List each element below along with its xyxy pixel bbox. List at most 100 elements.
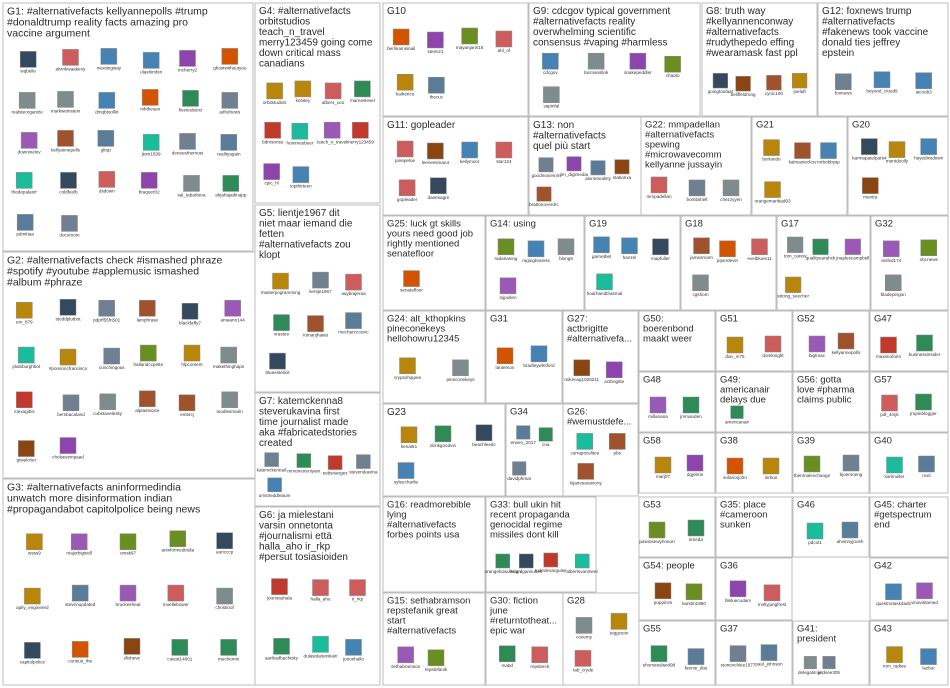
graph-node[interactable]: foxnews (835, 74, 853, 96)
graph-node[interactable]: wqbelle (20, 51, 36, 73)
graph-node[interactable]: dqjebrie (687, 455, 704, 477)
group-g21: G21bertandokalmanieckovmrbobbysporangema… (752, 117, 847, 215)
graph-node[interactable]: cynic100 (765, 75, 784, 96)
graph-node[interactable]: pdmittaa (16, 214, 34, 236)
graph-node[interactable]: vrastee (274, 315, 290, 337)
graph-node[interactable]: timeda (688, 520, 704, 542)
graph-node[interactable]: lamphrase (137, 300, 159, 322)
graph-node[interactable]: mjpullen (499, 278, 517, 300)
graph-node[interactable]: kohitey (295, 81, 311, 103)
graph-node[interactable]: mexagibis (14, 392, 35, 414)
graph-node[interactable]: janepeloe (394, 141, 415, 163)
node-avatar (272, 579, 288, 595)
graph-node[interactable]: mapfuller (651, 239, 670, 261)
graph-node[interactable]: inrbus (763, 458, 779, 480)
graph-node[interactable]: mhthesen (140, 89, 161, 111)
graph-node[interactable]: gopleader (397, 180, 418, 202)
graph-node[interactable]: kenat51 (401, 427, 418, 449)
graph-node[interactable]: halla_aho (311, 580, 331, 602)
graph-node[interactable]: braquer02 (139, 172, 160, 194)
graph-node[interactable]: mcherry2 (178, 50, 198, 72)
graph-node[interactable]: antlvd174 (881, 241, 901, 263)
graph-node[interactable]: piperdevin (717, 241, 739, 263)
graph-node[interactable]: kellymoor (460, 142, 480, 164)
graph-node[interactable]: hanzel (622, 238, 638, 260)
graph-node[interactable]: covemy (576, 617, 593, 639)
node-avatar (71, 534, 87, 550)
graph-node[interactable]: coldfeelb (59, 172, 78, 194)
graph-node[interactable]: teggcioin (610, 613, 629, 635)
graph-node[interactable]: jtom1509 (141, 134, 161, 156)
graph-node[interactable]: mentra (862, 178, 878, 200)
graph-node[interactable]: lanterson (496, 348, 515, 370)
graph-node[interactable]: chezzyyen (720, 180, 742, 202)
graph-node[interactable]: cgshom (692, 275, 708, 297)
graph-node[interactable]: bdmsonss (262, 122, 284, 144)
graph-node[interactable]: pdcol1 (807, 523, 823, 545)
group-label: G42 (874, 561, 892, 572)
graph-node[interactable]: bigtmac (809, 336, 826, 358)
node-label: mecharcccevic (338, 330, 369, 335)
node-avatar (496, 142, 512, 158)
graph-node[interactable]: albers_uco (322, 83, 345, 105)
graph-node[interactable]: star124 (496, 142, 512, 164)
graph-node[interactable]: cdcgov (542, 53, 558, 75)
graph-node[interactable]: millanana (648, 397, 668, 419)
graph-node[interactable]: ir_rkp (350, 580, 366, 602)
node-avatar (267, 83, 283, 99)
graph-node[interactable]: rab_cryde (573, 650, 594, 672)
graph-node[interactable]: kaiherico (396, 74, 415, 96)
node-avatar (649, 522, 665, 538)
graph-node[interactable]: vapinfal (543, 87, 559, 109)
graph-node[interactable]: ulashimbin (140, 52, 162, 74)
graph-node[interactable]: mechemin (218, 639, 240, 661)
graph-node[interactable]: junonhallo (342, 639, 364, 661)
graph-node[interactable]: repsbeck (530, 647, 549, 669)
graph-node[interactable]: documom (59, 215, 79, 237)
graph-node[interactable]: adhdnews (219, 92, 241, 114)
graph-node[interactable]: joelaft (792, 73, 807, 94)
graph-node[interactable]: bertando (762, 140, 781, 162)
node-avatar (120, 534, 136, 550)
node-avatar (72, 585, 88, 601)
graph-node[interactable]: aicoob3 (916, 73, 933, 95)
graph-node[interactable]: domknight (762, 336, 784, 358)
graph-node[interactable]: danesagre (428, 178, 450, 200)
graph-node[interactable]: chaoto (665, 56, 681, 78)
graph-node[interactable]: garnetbel (592, 237, 611, 259)
graph-node[interactable]: christinof (215, 588, 234, 610)
graph-node[interactable]: auricccp (216, 533, 234, 555)
graph-node[interactable]: steenz1 (427, 32, 444, 54)
graph-node[interactable]: blong5 (558, 239, 574, 261)
graph-node[interactable]: nbcnews (920, 240, 939, 262)
graph-node[interactable]: actbrigitte (604, 362, 624, 384)
graph-node[interactable]: thecuc (428, 77, 444, 99)
node-avatar (221, 347, 237, 363)
graph-node[interactable]: puppinzs (654, 583, 673, 605)
node-label: katemckenna8 (257, 468, 287, 473)
graph-node[interactable]: dloheve (124, 638, 141, 660)
node-avatar (688, 520, 704, 536)
node-label: curious_the (68, 658, 92, 663)
graph-node[interactable]: dsdown (99, 171, 115, 193)
graph-node[interactable]: karlmuller (885, 457, 905, 479)
graph-node[interactable]: ahl_of (496, 31, 512, 53)
graph-node[interactable]: bombshell (687, 180, 708, 202)
graph-node[interactable]: stationxa (613, 160, 632, 180)
graph-node[interactable]: mabd (499, 646, 515, 668)
graph-node[interactable]: hlpcontent (181, 345, 203, 367)
graph-node[interactable]: gtwelcher (16, 441, 36, 463)
graph-node[interactable]: umsk97 (120, 534, 137, 556)
graph-node[interactable]: cpic_hl (264, 164, 280, 186)
graph-node[interactable]: topthirteen (290, 167, 312, 189)
node-label: junonhallo (342, 656, 364, 661)
graph-node[interactable]: dan_m75 (725, 337, 745, 359)
graph-node[interactable]: wsss9 (26, 534, 42, 556)
graph-node[interactable]: pdl_4mjk (880, 395, 899, 417)
graph-node[interactable]: embrcj (179, 395, 195, 417)
graph-node[interactable]: lientje1967 (309, 272, 332, 294)
graph-node[interactable]: blackfaffy7 (179, 303, 201, 325)
graph-node[interactable]: marj07 (655, 457, 671, 479)
graph-node[interactable]: lazbut (921, 649, 937, 671)
graph-node[interactable]: em_879 (16, 302, 33, 324)
